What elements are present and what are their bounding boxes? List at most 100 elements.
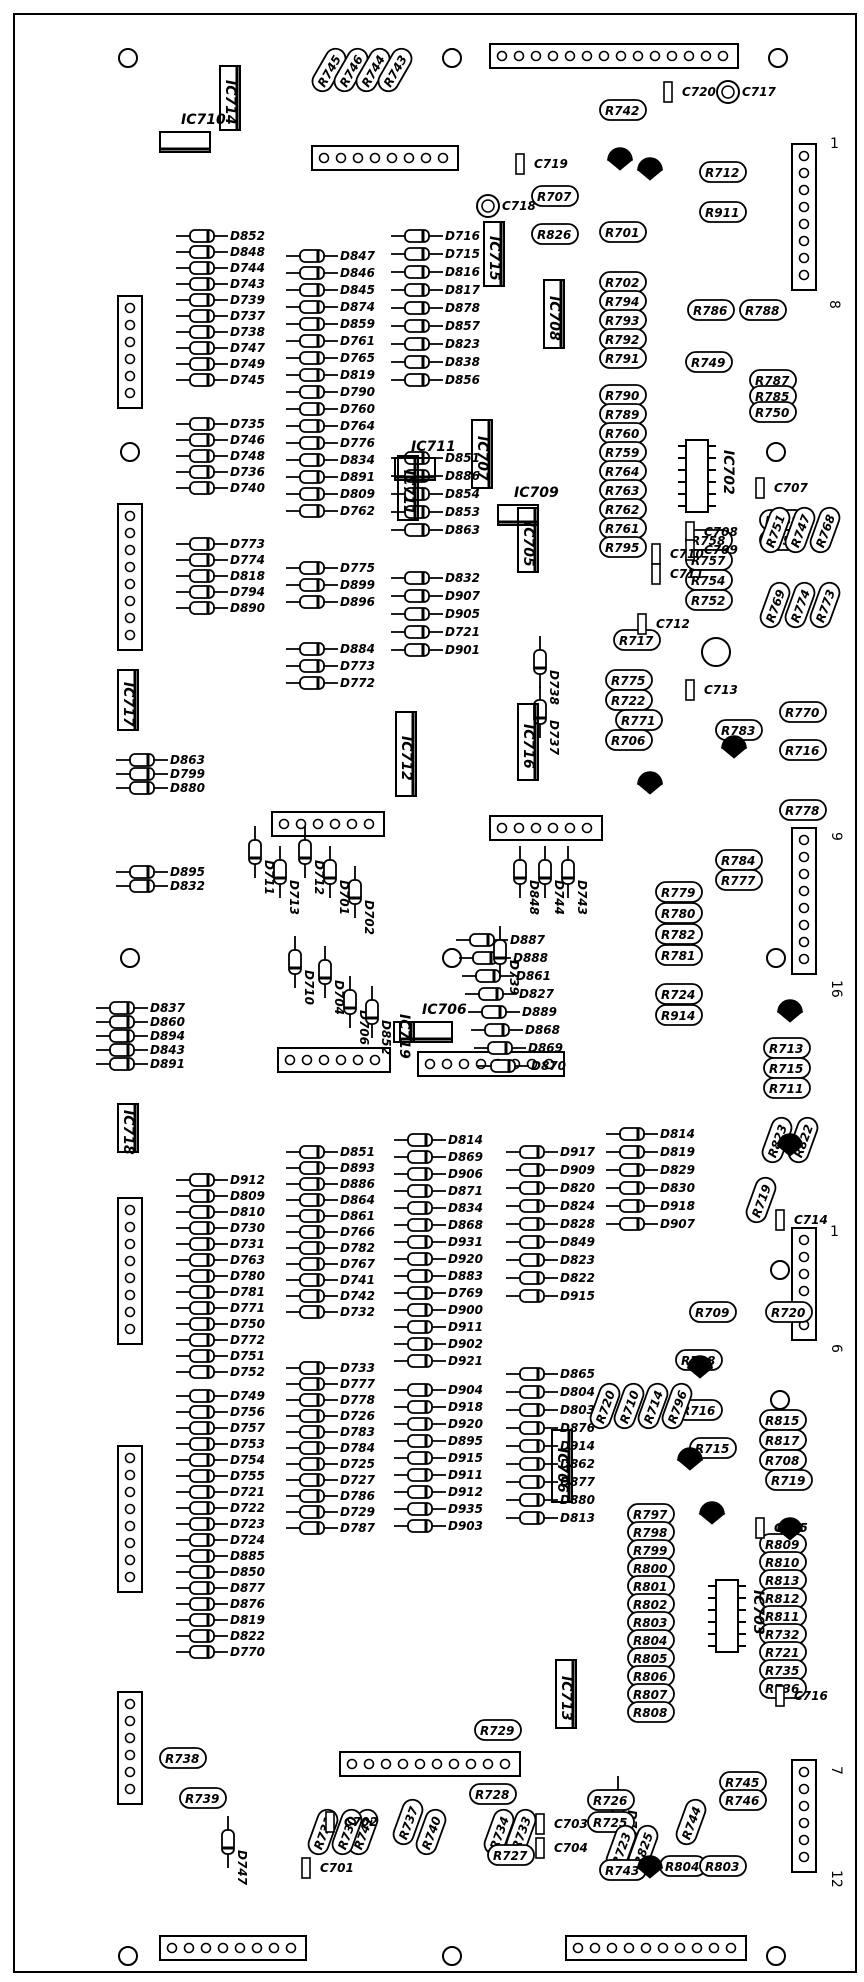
diode-label: D903 — [448, 1519, 483, 1533]
diode: D848 — [176, 245, 265, 259]
capacitor-label: C712 — [656, 617, 690, 631]
resistor: R719 — [745, 1176, 777, 1224]
diode-label: D863 — [170, 753, 205, 767]
transistor — [698, 1501, 726, 1525]
capacitor: C704 — [535, 1837, 588, 1859]
diode-label: D765 — [340, 351, 375, 365]
diode: D748 — [176, 449, 265, 463]
diode: D749 — [176, 357, 265, 371]
diode: D753 — [176, 1437, 265, 1451]
diode: D918 — [606, 1199, 695, 1213]
diode: D869 — [474, 1041, 563, 1055]
diode-label: D834 — [448, 1201, 483, 1215]
diode: D772 — [176, 1333, 265, 1347]
diode-label: D920 — [448, 1417, 483, 1431]
connector-strip — [565, 1935, 747, 1961]
connector-pin — [798, 834, 810, 846]
connector-strip — [791, 1227, 817, 1341]
diode: D904 — [394, 1383, 483, 1397]
diode: D834 — [286, 453, 375, 467]
ic-label: IC705 — [520, 522, 536, 567]
resistor: R809 — [759, 1533, 807, 1555]
diode-label: D755 — [230, 1469, 265, 1483]
resistor-label: R813 — [765, 1574, 799, 1588]
diode: D880 — [506, 1493, 595, 1507]
resistor: R812 — [759, 1587, 807, 1609]
resistor-label: R794 — [605, 295, 639, 309]
diode: D804 — [506, 1385, 595, 1399]
ic-label: IC702 — [720, 450, 736, 495]
resistor-label: R764 — [605, 465, 639, 479]
resistor: R764 — [599, 460, 647, 482]
diode: D894 — [96, 1029, 185, 1043]
resistor-label: R759 — [605, 446, 639, 460]
diode-label: D865 — [560, 1367, 595, 1381]
resistor-label: R808 — [633, 1706, 667, 1720]
diode: D880 — [116, 781, 205, 795]
capacitor-label: C704 — [554, 1841, 588, 1855]
diode-label: D744 — [552, 880, 566, 915]
connector-pin — [414, 1758, 426, 1770]
resistor-label: R720 — [771, 1306, 805, 1320]
diode-label: D730 — [230, 1221, 265, 1235]
connector-pin — [363, 818, 375, 830]
connector-pin — [369, 152, 381, 164]
diode: D819 — [176, 1613, 265, 1627]
diode: D774 — [176, 553, 265, 567]
diode: D735 — [176, 417, 265, 431]
diode: D764 — [286, 419, 375, 433]
diode-label: D904 — [448, 1383, 483, 1397]
diode-label: D823 — [560, 1253, 595, 1267]
resistor-label: R803 — [633, 1616, 667, 1630]
diode: D912 — [176, 1173, 265, 1187]
resistor: R740 — [415, 1808, 447, 1856]
transistor — [676, 1447, 704, 1471]
resistor: R771 — [615, 709, 663, 731]
connector-pin — [124, 1204, 136, 1216]
diode-label: D787 — [340, 1521, 376, 1535]
diode: D761 — [286, 334, 375, 348]
diode-label: D861 — [516, 969, 551, 983]
resistor: R914 — [655, 1004, 703, 1026]
resistor-label: R807 — [633, 1688, 668, 1702]
diode-label: D852 — [230, 229, 265, 243]
diode: D722 — [176, 1501, 265, 1515]
diode-label: D849 — [560, 1235, 595, 1249]
resistor: R739 — [179, 1787, 227, 1809]
diode: D790 — [286, 385, 375, 399]
diode: D822 — [176, 1629, 265, 1643]
connector-pin — [530, 822, 542, 834]
resistor: R787 — [749, 369, 797, 391]
resistor-label: R722 — [611, 694, 645, 708]
resistor-label: R791 — [605, 352, 639, 366]
diode: D852 — [365, 986, 393, 1055]
diode: D820 — [506, 1181, 595, 1195]
diode: D750 — [176, 1317, 265, 1331]
resistor-label: R811 — [765, 1610, 799, 1624]
connector-pin — [386, 152, 398, 164]
diode: D746 — [176, 433, 265, 447]
diode: D856 — [391, 373, 480, 387]
connector-pin — [564, 822, 576, 834]
resistor: R805 — [627, 1647, 675, 1669]
capacitor-label: C713 — [704, 683, 738, 697]
diode-label: D891 — [340, 470, 375, 484]
capacitor-label: C717 — [742, 85, 777, 99]
pin-number: 9 — [828, 832, 844, 841]
resistor-label: R826 — [537, 228, 571, 242]
diode-label: D869 — [448, 1150, 483, 1164]
diode-label: D896 — [340, 595, 375, 609]
resistor: R760 — [599, 422, 647, 444]
diode-label: D722 — [230, 1501, 265, 1515]
diode: D736 — [176, 465, 265, 479]
resistor-label: R770 — [785, 706, 819, 720]
resistor: R792 — [599, 328, 647, 350]
resistor-label: R750 — [755, 406, 789, 420]
diode: D817 — [391, 283, 481, 297]
diode: D849 — [506, 1235, 595, 1249]
ic-label: IC706 — [554, 1448, 570, 1493]
connector-pin — [301, 1054, 313, 1066]
resistor-label: R775 — [611, 674, 645, 688]
connector-pin — [424, 1058, 436, 1070]
resistor: R804 — [659, 1855, 707, 1877]
